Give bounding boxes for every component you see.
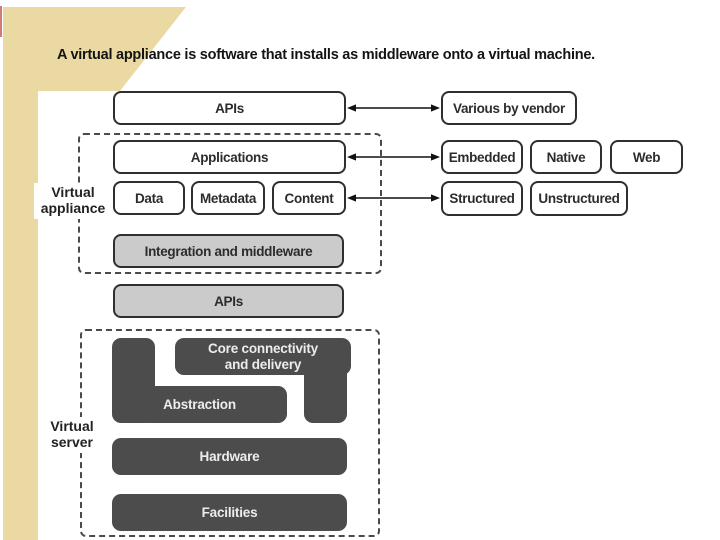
box-integration-middleware: Integration and middleware: [113, 234, 344, 268]
label-core-connectivity-line1: Core connectivity: [208, 340, 318, 356]
slide-title: A virtual appliance is software that ins…: [57, 47, 595, 63]
label-core-connectivity-line2: and delivery: [224, 356, 302, 372]
box-native: Native: [530, 140, 602, 174]
dark-pillar-right: [304, 360, 347, 423]
box-apis-middle: APIs: [113, 284, 344, 318]
box-applications: Applications: [113, 140, 346, 174]
virtual-appliance-label-line2: appliance: [40, 200, 106, 216]
box-apis-top: APIs: [113, 91, 346, 125]
box-data: Data: [113, 181, 185, 215]
double-arrow-content-structured: [347, 194, 440, 202]
dark-facilities-shape: [112, 494, 347, 531]
box-content: Content: [272, 181, 346, 215]
virtual-server-label-line2: server: [50, 434, 94, 450]
box-metadata: Metadata: [191, 181, 265, 215]
dark-hardware-shape: [112, 438, 347, 475]
box-web: Web: [610, 140, 683, 174]
box-various-by-vendor: Various by vendor: [441, 91, 577, 125]
label-core-connectivity: Core connectivity and delivery: [175, 338, 351, 375]
virtual-server-label-line1: Virtual: [50, 418, 94, 435]
double-arrow-applications-embedded: [347, 153, 440, 161]
virtual-server-label: Virtual server: [38, 417, 106, 453]
double-arrow-apis-various: [347, 104, 440, 112]
virtual-appliance-label: Virtual appliance: [34, 183, 112, 219]
tan-side-band: [3, 7, 38, 540]
label-hardware: Hardware: [199, 448, 260, 464]
label-facilities: Facilities: [201, 504, 258, 520]
box-structured: Structured: [441, 181, 523, 216]
dark-abstraction-shape: [140, 386, 287, 423]
box-unstructured: Unstructured: [530, 181, 628, 216]
left-edge-accent: [0, 6, 2, 37]
box-embedded: Embedded: [441, 140, 523, 174]
virtual-appliance-label-line1: Virtual: [51, 184, 95, 201]
label-abstraction: Abstraction: [163, 396, 236, 412]
